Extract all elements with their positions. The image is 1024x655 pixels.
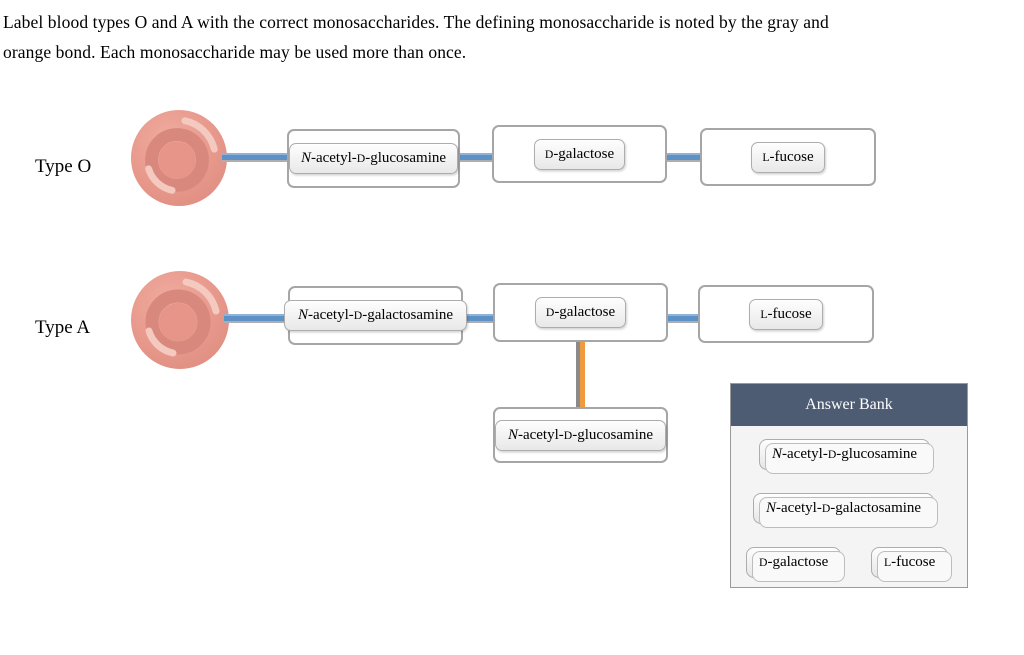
instructions-line-2: orange bond. Each monosaccharide may be … xyxy=(3,41,467,62)
defining-bond-gray-orange xyxy=(576,340,585,408)
red-blood-cell-icon xyxy=(130,270,230,370)
bond-blue-o-2 xyxy=(455,153,497,162)
drop-zone-type-o-3[interactable]: L-fucose xyxy=(700,128,876,186)
drop-zone-type-a-2[interactable]: D-galactose xyxy=(493,283,668,342)
monosaccharide-chip-type-o-1[interactable]: N-acetyl-D-glucosamine xyxy=(289,143,458,174)
answer-bank-option-d-galactose[interactable]: D-galactose xyxy=(746,547,846,582)
monosaccharide-chip-type-a-1[interactable]: N-acetyl-D-galactosamine xyxy=(284,300,467,331)
type-o-label: Type O xyxy=(35,156,92,177)
type-a-label: Type A xyxy=(35,317,91,338)
bond-blue-a-3 xyxy=(663,314,703,323)
answer-bank-panel: Answer Bank N-acetyl-D-glucosamine N-ace… xyxy=(730,383,968,588)
drop-zone-type-o-2[interactable]: D-galactose xyxy=(492,125,667,183)
monosaccharide-chip-type-o-3[interactable]: L-fucose xyxy=(751,141,825,173)
monosaccharide-chip-type-a-branch[interactable]: N-acetyl-D-glucosamine xyxy=(495,419,666,451)
monosaccharide-chip-type-o-2[interactable]: D-galactose xyxy=(533,138,626,170)
monosaccharide-chip-type-a-2[interactable]: D-galactose xyxy=(534,297,627,328)
monosaccharide-chip-type-a-4[interactable]: L-fucose xyxy=(749,298,823,330)
bond-blue-o-1 xyxy=(222,153,290,162)
answer-bank-option-n-acetyl-d-glucosamine[interactable]: N-acetyl-D-glucosamine xyxy=(759,439,935,474)
bond-blue-o-3 xyxy=(663,153,705,162)
answer-bank-option-l-fucose[interactable]: L-fucose xyxy=(871,547,953,582)
drop-zone-type-o-1[interactable]: N-acetyl-D-glucosamine xyxy=(287,129,460,188)
instructions-text: Label blood types O and A with the corre… xyxy=(3,8,829,67)
answer-bank-title: Answer Bank xyxy=(805,396,893,413)
instructions-line-1: Label blood types O and A with the corre… xyxy=(3,12,829,32)
bond-blue-a-1 xyxy=(224,314,292,323)
drop-zone-type-a-4[interactable]: L-fucose xyxy=(698,285,874,343)
drop-zone-type-a-1[interactable]: N-acetyl-D-galactosamine xyxy=(284,286,467,345)
red-blood-cell-icon xyxy=(130,109,228,207)
drop-zone-type-a-branch[interactable]: N-acetyl-D-glucosamine xyxy=(493,407,668,463)
answer-bank-header: Answer Bank xyxy=(731,384,967,426)
bond-blue-a-2 xyxy=(458,314,498,323)
answer-bank-option-n-acetyl-d-galactosamine[interactable]: N-acetyl-D-galactosamine xyxy=(753,493,939,528)
